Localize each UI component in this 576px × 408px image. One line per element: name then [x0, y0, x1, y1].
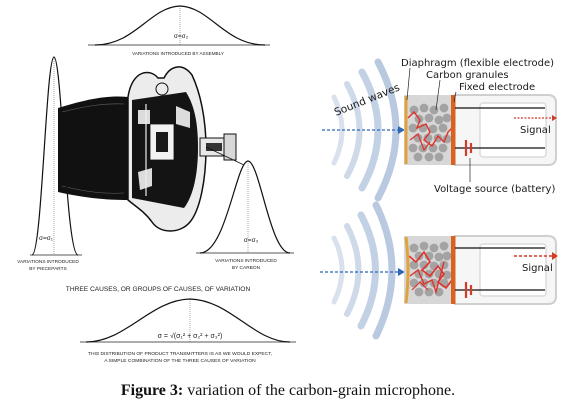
curve-combined: σ = √(σ₁² + σ₂² + σ₃²) THIS DISTRIBUTION…	[80, 298, 296, 364]
curve-carbon: σ=σ₃ VARIATIONS INTRODUCED BY CARBON	[196, 146, 294, 271]
left-panel-title: THREE CAUSES, OR GROUPS OF CAUSES, OF VA…	[66, 286, 251, 293]
curve-carbon-caption-line1: VARIATIONS INTRODUCED	[215, 258, 277, 264]
carbon-granules-label: Carbon granules	[426, 70, 509, 81]
diaphragm-label: Diaphragm (flexible electrode)	[401, 58, 554, 69]
signal-label-top: Signal	[520, 125, 551, 136]
battery-top	[464, 140, 473, 156]
signal-label-bottom: Signal	[522, 263, 553, 274]
curve-pieceparts-sigma: σ=σ₁	[39, 235, 54, 242]
carbon-granules-top	[408, 103, 452, 162]
curve-carbon-sigma: σ=σ₃	[244, 237, 259, 244]
figure-caption-text: variation of the carbon-grain microphone…	[183, 382, 456, 399]
figure-label: Figure 3:	[120, 382, 184, 399]
curve-combined-formula: σ = √(σ₁² + σ₂² + σ₃²)	[158, 332, 223, 340]
curve-carbon-caption-line2: BY CARBON	[232, 265, 261, 271]
transmitter-cross-section	[58, 66, 237, 232]
curve-pieceparts-caption-line2: BY PIECEPARTS	[29, 266, 67, 272]
voltage-source-label: Voltage source (battery)	[434, 184, 555, 195]
curve-pieceparts-caption-line1: VARIATIONS INTRODUCED	[17, 259, 79, 265]
bottom-caption-line1: THIS DISTRIBUTION OF PRODUCT TRANSMITTER…	[88, 351, 272, 357]
curve-pieceparts: σ=σ₁ VARIATIONS INTRODUCED BY PIECEPARTS	[17, 56, 128, 272]
figure-caption: Figure 3: variation of the carbon-grain …	[0, 382, 576, 400]
current-path-bottom	[408, 250, 453, 290]
sound-wave-arcs-bottom	[331, 201, 396, 340]
fixed-electrode-label: Fixed electrode	[459, 82, 535, 93]
diagram-bottom: Signal	[320, 201, 558, 340]
diaphragm-bottom	[404, 236, 410, 304]
diagram-top: Sound waves	[322, 58, 557, 202]
bottom-caption-line2: A SIMPLE COMBINATION OF THE THREE CAUSES…	[104, 358, 256, 364]
curve-assembly-sigma: σ=σ₂	[174, 33, 189, 40]
curve-assembly-caption: VARIATIONS INTRODUCED BY ASSEMBLY	[132, 51, 224, 56]
battery-bottom	[464, 282, 473, 298]
left-panel: σ=σ₂ VARIATIONS INTRODUCED BY ASSEMBLY	[17, 5, 296, 364]
current-path-top	[407, 110, 453, 148]
fixed-electrode-top	[451, 95, 456, 165]
right-panel: Sound waves	[320, 58, 558, 340]
fixed-electrode-bottom	[451, 236, 456, 304]
curve-assembly: σ=σ₂ VARIATIONS INTRODUCED BY ASSEMBLY	[88, 5, 270, 56]
